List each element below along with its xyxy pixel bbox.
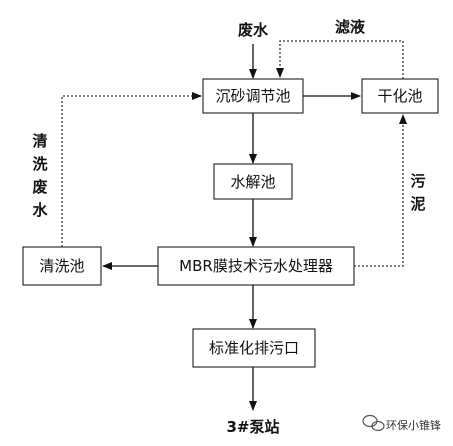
label-sludge-1: 污 bbox=[410, 172, 425, 190]
svg-text:干化池: 干化池 bbox=[377, 87, 422, 105]
dotted-cleaning-wastewater-return bbox=[61, 92, 202, 247]
node-cleaning-tank: 清洗池 bbox=[22, 246, 102, 286]
label-sludge-2: 泥 bbox=[410, 195, 425, 213]
label-clean-ww-3: 废 bbox=[32, 178, 47, 196]
svg-text:标准化排污口: 标准化排污口 bbox=[209, 339, 299, 357]
node-sand-tank: 沉砂调节池 bbox=[202, 78, 304, 114]
label-pump-station: 3#泵站 bbox=[226, 418, 279, 436]
node-mbr-processor: MBR膜技术污水处理器 bbox=[157, 246, 355, 286]
node-hydrolysis-tank: 水解池 bbox=[213, 163, 293, 200]
label-filtrate: 滤液 bbox=[335, 18, 366, 36]
watermark-text: 环保小锥锋 bbox=[386, 418, 441, 432]
label-wastewater: 废水 bbox=[238, 21, 269, 39]
dotted-sludge-line bbox=[354, 114, 407, 267]
node-drying-tank: 干化池 bbox=[361, 78, 439, 114]
watermark: 环保小锥锋 bbox=[362, 414, 441, 432]
label-clean-ww-2: 洗 bbox=[32, 155, 47, 173]
node-discharge-outlet: 标准化排污口 bbox=[192, 328, 316, 368]
label-clean-ww-4: 水 bbox=[32, 201, 48, 219]
wechat-icon bbox=[362, 414, 385, 432]
svg-text:水解池: 水解池 bbox=[230, 173, 275, 191]
svg-text:MBR膜技术污水处理器: MBR膜技术污水处理器 bbox=[179, 257, 333, 275]
label-clean-ww-1: 清 bbox=[32, 132, 47, 150]
dotted-filtrate-return bbox=[276, 40, 404, 79]
svg-text:清洗池: 清洗池 bbox=[39, 257, 84, 275]
svg-text:沉砂调节池: 沉砂调节池 bbox=[215, 87, 290, 105]
